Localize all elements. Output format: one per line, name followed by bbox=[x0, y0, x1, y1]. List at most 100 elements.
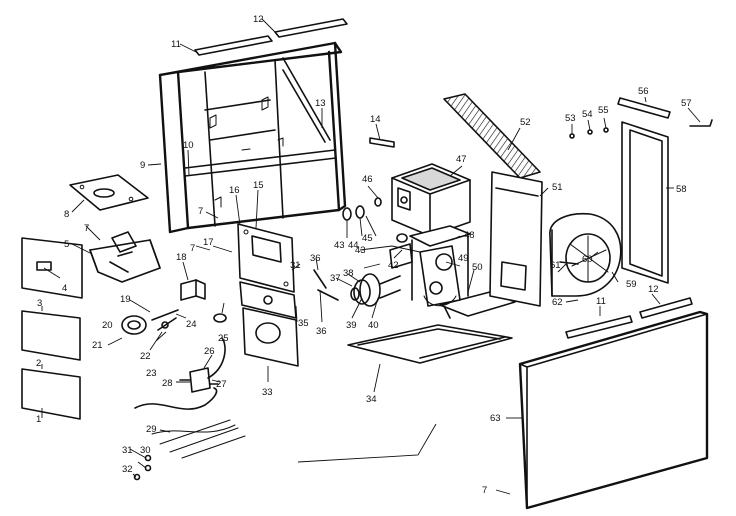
callout-10: 10 bbox=[183, 140, 194, 151]
mounting-bracket-8 bbox=[69, 174, 149, 211]
callout-11-top: 11 bbox=[171, 39, 181, 50]
callout-7-c: 7 bbox=[190, 243, 195, 254]
filter-rail-56 bbox=[617, 97, 671, 119]
callout-42: 42 bbox=[388, 260, 399, 271]
callout-7-d: 7 bbox=[482, 485, 487, 496]
callout-56: 56 bbox=[638, 86, 649, 97]
top-rail-12 bbox=[274, 18, 348, 38]
wire-harness-29 bbox=[134, 387, 246, 459]
thermocouple-24 bbox=[151, 309, 179, 331]
callout-50: 50 bbox=[472, 262, 483, 273]
callout-1: 1 bbox=[36, 414, 41, 425]
support-bar-14 bbox=[369, 137, 395, 148]
callout-22: 22 bbox=[140, 351, 151, 362]
cabinet-frame bbox=[158, 41, 347, 234]
combustion-chamber-48 bbox=[409, 225, 471, 301]
callout-26: 26 bbox=[204, 346, 215, 357]
callout-labels: 1 2 3 4 5 7 7 7 7 8 9 10 11 11 12 12 13 … bbox=[36, 14, 692, 496]
front-door-63 bbox=[518, 310, 709, 510]
burner-tube-49 bbox=[419, 245, 461, 307]
callout-19: 19 bbox=[120, 294, 131, 305]
callout-15: 15 bbox=[253, 180, 264, 191]
callout-17: 17 bbox=[203, 237, 214, 248]
heat-exchanger-47 bbox=[391, 163, 471, 237]
callout-18: 18 bbox=[176, 252, 187, 263]
callout-12-bottom: 12 bbox=[648, 284, 659, 295]
callout-31-right: 31 bbox=[290, 260, 301, 271]
callout-44: 44 bbox=[348, 240, 359, 251]
callout-31-left: 31 bbox=[122, 445, 133, 456]
filter-door-58 bbox=[621, 121, 669, 284]
callout-62: 62 bbox=[552, 297, 563, 308]
callout-13: 13 bbox=[315, 98, 326, 109]
callout-24: 24 bbox=[186, 319, 197, 330]
callout-49: 49 bbox=[458, 253, 469, 264]
callout-48: 48 bbox=[464, 230, 475, 241]
callout-9: 9 bbox=[140, 160, 145, 171]
lower-panel-33 bbox=[242, 307, 299, 367]
callout-3: 3 bbox=[37, 298, 42, 309]
callout-30: 30 bbox=[140, 445, 151, 456]
callout-55: 55 bbox=[598, 105, 609, 116]
callout-36-upper: 36 bbox=[310, 253, 321, 264]
clip-57 bbox=[689, 119, 713, 127]
limit-switch-20 bbox=[121, 315, 147, 335]
bracket-42 bbox=[389, 233, 413, 269]
callout-28: 28 bbox=[162, 378, 173, 389]
top-rail-11 bbox=[194, 35, 273, 56]
burner-housing-5 bbox=[89, 231, 161, 283]
callout-38: 38 bbox=[343, 268, 354, 279]
door-panel-1 bbox=[21, 368, 81, 420]
callout-37: 37 bbox=[330, 273, 341, 284]
callout-53: 53 bbox=[565, 113, 576, 124]
callout-23: 23 bbox=[146, 368, 157, 379]
callout-57: 57 bbox=[681, 98, 692, 109]
callout-27: 27 bbox=[216, 379, 227, 390]
bottom-rail-12 bbox=[639, 297, 693, 319]
washer-25 bbox=[213, 313, 227, 323]
air-filter-52 bbox=[443, 93, 541, 179]
door-panel-3 bbox=[21, 237, 83, 299]
callout-8: 8 bbox=[64, 209, 69, 220]
callout-43-right: 43 bbox=[355, 245, 366, 256]
callout-7-b: 7 bbox=[198, 206, 203, 217]
callout-29: 29 bbox=[146, 424, 157, 435]
grommet-set-43-46 bbox=[342, 197, 382, 221]
callout-12-top: 12 bbox=[253, 14, 264, 25]
fastener-set-53-55 bbox=[569, 127, 609, 139]
callout-39: 39 bbox=[346, 320, 357, 331]
callout-21: 21 bbox=[92, 340, 103, 351]
callout-33: 33 bbox=[262, 387, 273, 398]
callout-40: 40 bbox=[368, 320, 379, 331]
callout-5: 5 bbox=[64, 239, 69, 250]
callout-36-lower: 36 bbox=[316, 326, 327, 337]
callout-58: 58 bbox=[676, 184, 687, 195]
callout-46: 46 bbox=[362, 174, 373, 185]
callout-63: 63 bbox=[490, 413, 501, 424]
callout-52: 52 bbox=[520, 117, 531, 128]
screw-set-30-32 bbox=[133, 454, 152, 481]
cover-panel-35 bbox=[239, 281, 297, 319]
callout-51: 51 bbox=[552, 182, 563, 193]
callout-43-left: 43 bbox=[334, 240, 345, 251]
callout-32: 32 bbox=[122, 464, 133, 475]
callout-11-bottom: 11 bbox=[596, 296, 606, 307]
callout-54: 54 bbox=[582, 109, 593, 120]
callout-14: 14 bbox=[370, 114, 381, 125]
callout-45: 45 bbox=[362, 233, 373, 244]
motor-mount-38 bbox=[350, 273, 381, 307]
callout-59: 59 bbox=[626, 279, 637, 290]
door-panel-2 bbox=[21, 310, 81, 361]
callout-47: 47 bbox=[456, 154, 467, 165]
access-panel-15 bbox=[237, 223, 295, 293]
callout-60: 60 bbox=[582, 254, 593, 265]
callout-35: 35 bbox=[298, 318, 309, 329]
rod-36 bbox=[313, 269, 339, 301]
blower-shaft-61 bbox=[559, 261, 579, 265]
motor-shaft-40 bbox=[379, 275, 401, 299]
base-pan-34 bbox=[347, 301, 513, 364]
callout-7-a: 7 bbox=[84, 223, 89, 234]
control-box-18 bbox=[180, 279, 206, 301]
